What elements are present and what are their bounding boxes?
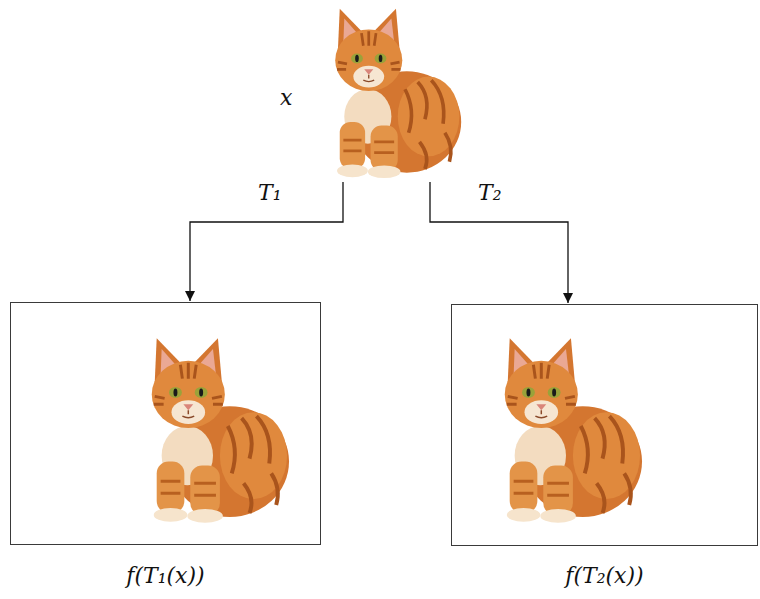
output-caption: f(T₂(x)) [452,563,757,589]
transform-label: T₂ [478,180,502,206]
image-frame: f(T₂(x)) [451,304,758,546]
image-frame: f(T₁(x)) [10,302,321,545]
transform-label: T₁ [258,180,282,206]
output-caption: f(T₁(x)) [11,563,320,589]
input-image: x [280,5,465,182]
input-label: x [280,85,465,111]
